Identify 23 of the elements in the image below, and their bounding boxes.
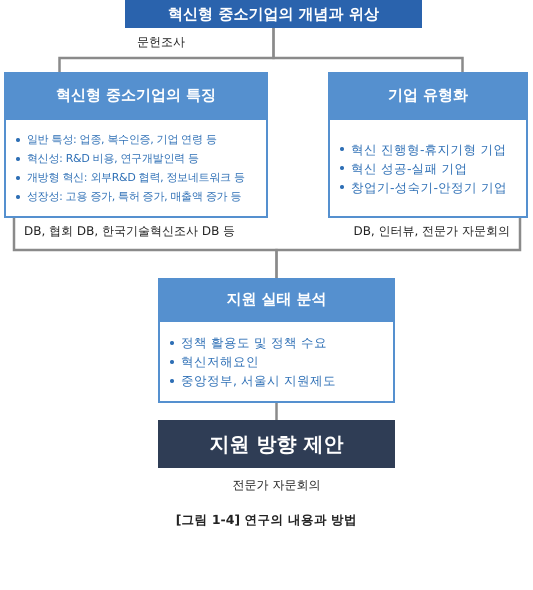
connector-line [275,403,278,420]
bullet-item: 창업기-성숙기-안정기 기업 [351,178,507,196]
source-note: DB, 인터뷰, 전문가 자문회의 [353,223,510,240]
box-header: 기업 유형화 [328,72,528,118]
bullet-item: 혁신 성공-실패 기업 [351,160,468,178]
source-note: DB, 협회 DB, 한국기술혁신조사 DB 등 [24,223,236,240]
figure-caption: [그림 1-4] 연구의 내용과 방법 [174,512,358,529]
source-note: 전문가 자문회의 [232,477,322,494]
title-box: 지원 방향 제안 [158,420,395,468]
title-box: 혁신형 중소기업의 개념과 위상 [125,0,422,28]
bullet-item: 개방형 혁신: 외부R&D 협력, 정보네트워크 등 [27,170,245,186]
connector-line [272,28,464,72]
box-header: 혁신형 중소기업의 특징 [4,72,268,118]
bullet-item: 성장성: 고용 증가, 특허 증가, 매출액 증가 등 [27,189,242,205]
box-header: 지원 실태 분석 [158,278,395,320]
bullet-item: 혁신저해요인 [181,353,259,371]
connector-line [275,218,522,278]
source-note: 문헌조사 [137,34,185,51]
bullet-item: 중앙정부, 서울시 지원제도 [181,372,336,390]
bullet-item: 혁신성: R&D 비용, 연구개발인력 등 [27,151,199,167]
bullet-item: 혁신 진행형-휴지기형 기업 [351,140,506,158]
bullet-item: 일반 특성: 업종, 복수인증, 기업 연령 등 [27,132,216,148]
bullet-item: 정책 활용도 및 정책 수요 [181,334,327,352]
